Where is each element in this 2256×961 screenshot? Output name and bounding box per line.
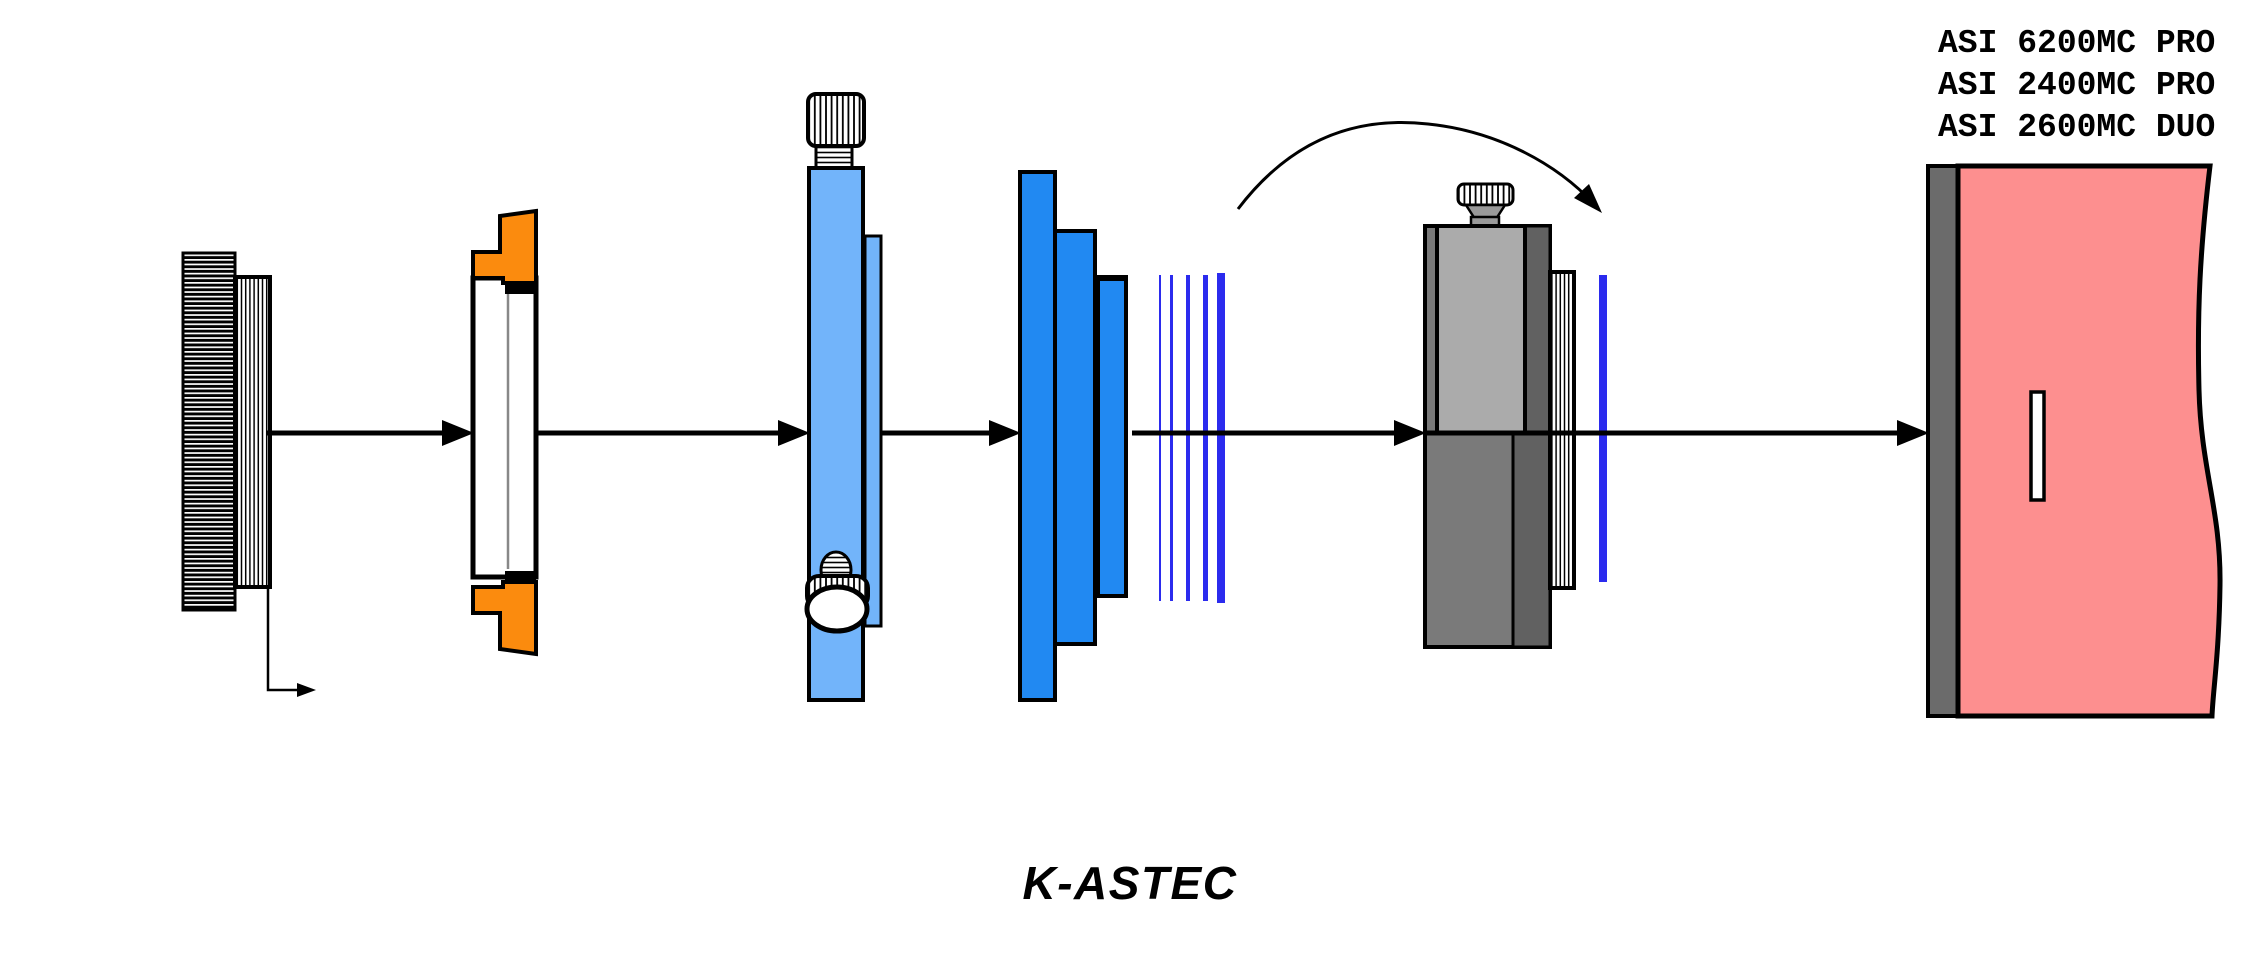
camera-model-2: ASI 2400MC PRO: [1938, 67, 2215, 104]
rotation-arc: [1236, 120, 1596, 210]
adapter-ring-orange: [470, 208, 539, 657]
camera-body: [1926, 163, 2223, 719]
filter-stack: [1159, 273, 1225, 603]
filter-line-6: [1599, 275, 1607, 582]
flow-arrows: [266, 420, 1929, 446]
adapter-ring-body: [470, 275, 539, 580]
filter-drawer-unit: [1423, 182, 1576, 649]
leader-line: [266, 589, 300, 692]
flange-ring-plate: [1096, 277, 1128, 598]
flow-arrow-2-head-icon: [778, 420, 810, 446]
brand-logo: K-ASTEC: [1023, 857, 1238, 909]
front-thumbscrew-face-icon: [804, 584, 870, 634]
orange-clamp-bottom: [471, 580, 538, 657]
filter-line-2: [1170, 275, 1173, 601]
knurled-ring: [181, 251, 237, 612]
camera-model-1: ASI 6200MC PRO: [1938, 25, 2215, 62]
camera-housing: [1955, 163, 2223, 719]
filter-drawer-tray: [1435, 224, 1527, 435]
flange-adapter-blue: [1018, 170, 1128, 702]
drawer-thumbscrew-knob-icon: [1456, 182, 1515, 207]
filter-line-3: [1186, 275, 1190, 601]
thread-barrel: [233, 275, 272, 589]
filter-line-4: [1203, 275, 1208, 601]
clamp-notch-bottom: [505, 571, 536, 582]
flow-arrow-3-head-icon: [989, 420, 1021, 446]
flow-arrow-4-head-icon: [1394, 420, 1426, 446]
drawer-thread-barrel: [1548, 270, 1576, 590]
threaded-nosepiece: [181, 251, 316, 697]
flange-step-plate: [1053, 229, 1097, 646]
rotation-arrowhead-icon: [1574, 184, 1602, 213]
tube-back-plate: [863, 234, 883, 628]
camera-model-3: ASI 2600MC DUO: [1938, 109, 2215, 146]
extension-tube: [804, 92, 883, 702]
flow-arrow-1-head-icon: [442, 420, 474, 446]
camera-model-labels: ASI 6200MC PRO ASI 2400MC PRO ASI 2600MC…: [1938, 25, 2215, 146]
rotation-arrow: [1236, 120, 1602, 213]
flow-arrow-5-head-icon: [1897, 420, 1929, 446]
thumbscrew-knob-icon: [806, 92, 866, 148]
clamp-notch-top: [505, 283, 536, 294]
filter-line-5: [1217, 273, 1225, 603]
filter-line-1: [1159, 275, 1161, 601]
orange-clamp-top: [471, 208, 538, 285]
leader-arrowhead-icon: [297, 683, 316, 697]
flange-main-plate: [1018, 170, 1057, 702]
camera-sensor-slot: [2029, 390, 2046, 502]
camera-faceplate: [1926, 164, 1960, 718]
